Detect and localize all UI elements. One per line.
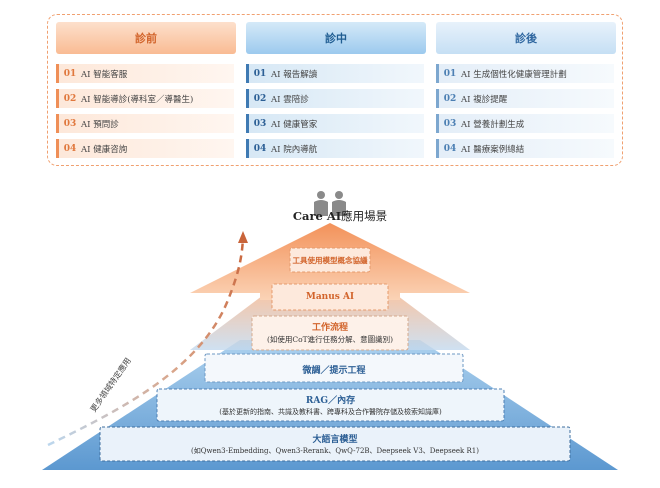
list-item: 04 AI 健康咨詢 <box>56 139 234 158</box>
item-number: 03 <box>443 118 457 129</box>
list-item: 02 AI 雲陪診 <box>246 89 424 108</box>
item-label: AI 生成個性化健康管理計劃 <box>461 69 567 80</box>
item-number: 03 <box>253 118 267 129</box>
layer-box-rag <box>156 388 505 422</box>
item-number: 04 <box>253 143 267 154</box>
care-phases-container <box>47 14 623 166</box>
phase-header-post: 診後 <box>436 22 616 54</box>
list-item: 04 AI 醫療案例總結 <box>436 139 614 158</box>
item-label: AI 健康咨詢 <box>81 144 128 155</box>
item-label: AI 院內導航 <box>271 144 318 155</box>
item-label: AI 智能客服 <box>81 69 128 80</box>
layer-title-rag: RAG／內存 <box>305 396 356 406</box>
item-label: AI 智能導診(導科室／導醫生) <box>81 94 194 105</box>
layer-desc-llm: (如Qwen3-Embedding、Qwen3-Rerank、QwQ-72B、D… <box>191 447 479 455</box>
phase-header-pre: 診前 <box>56 22 236 54</box>
layer-title-finetune: 微調／提示工程 <box>302 366 366 376</box>
list-item: 03 AI 營養計劃生成 <box>436 114 614 133</box>
layer-title-manus: Manus AI <box>305 292 355 302</box>
arrow-head-icon <box>238 231 248 243</box>
layer-box-manus <box>271 283 389 311</box>
list-item: 01 AI 智能客服 <box>56 64 234 83</box>
layer-box-finetune <box>204 353 464 383</box>
layer-title-tools: 工具使用模型概念協議 <box>292 256 368 265</box>
item-number: 01 <box>63 68 77 79</box>
layer-box-tools <box>289 247 371 273</box>
item-number: 02 <box>443 93 457 104</box>
item-label: AI 預問診 <box>81 119 119 130</box>
item-label: AI 雲陪診 <box>271 94 309 105</box>
item-label: AI 健康管家 <box>271 119 318 130</box>
list-item: 02 AI 複診提醒 <box>436 89 614 108</box>
list-item: 01 AI 生成個性化健康管理計劃 <box>436 64 614 83</box>
growth-arrow <box>47 237 245 447</box>
person-icon <box>314 191 346 216</box>
item-number: 02 <box>63 93 77 104</box>
layer-title-workflow: 工作流程 <box>311 323 348 333</box>
list-item: 04 AI 院內導航 <box>246 139 424 158</box>
item-label: AI 複診提醒 <box>461 94 508 105</box>
item-label: AI 報告解讀 <box>271 69 318 80</box>
item-number: 01 <box>443 68 457 79</box>
layer-box-workflow <box>251 315 409 351</box>
item-number: 04 <box>63 143 77 154</box>
item-label: AI 營養計劃生成 <box>461 119 525 130</box>
list-item: 03 AI 健康管家 <box>246 114 424 133</box>
list-item: 01 AI 報告解讀 <box>246 64 424 83</box>
item-label: AI 醫療案例總結 <box>461 144 525 155</box>
layer-desc-workflow: (如使用CoT進行任務分解、意圖識別) <box>266 335 394 344</box>
care-ai-subtitle: 應用場景 <box>341 209 388 223</box>
layer-desc-rag: (基於更新的指南、共識及教科書、跨專科及合作醫院存儲及檢索知識庫) <box>219 408 442 416</box>
item-number: 01 <box>253 68 267 79</box>
list-item: 03 AI 預問診 <box>56 114 234 133</box>
phase-header-mid: 診中 <box>246 22 426 54</box>
item-number: 04 <box>443 143 457 154</box>
care-ai-title: Care AI <box>292 209 342 223</box>
layer-box-llm <box>99 426 571 462</box>
item-number: 03 <box>63 118 77 129</box>
pyramid-top-label: Care AI應用場景 <box>270 208 410 224</box>
item-number: 02 <box>253 93 267 104</box>
list-item: 02 AI 智能導診(導科室／導醫生) <box>56 89 234 108</box>
layer-title-llm: 大語言模型 <box>312 435 358 445</box>
